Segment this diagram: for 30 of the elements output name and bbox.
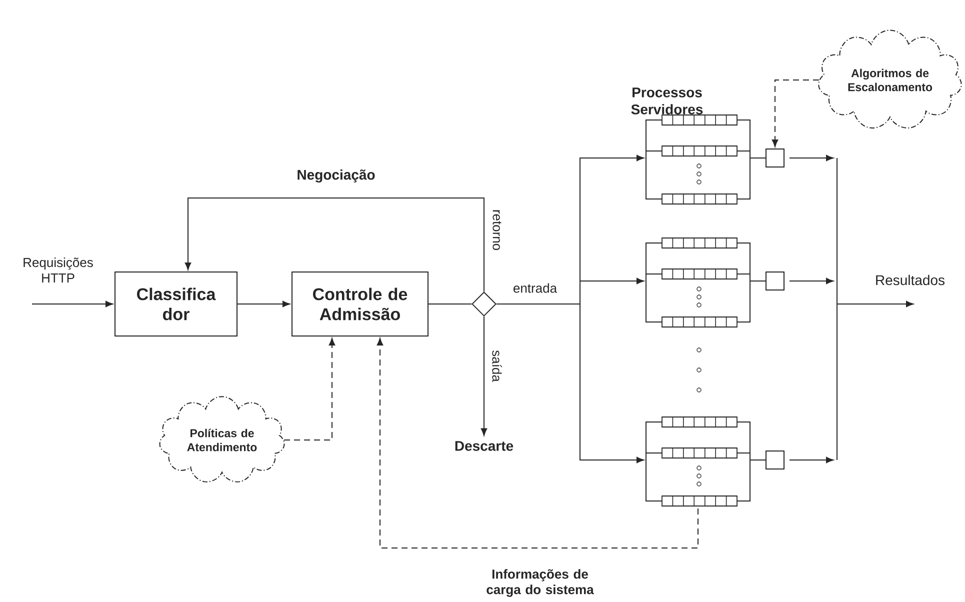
- arrow: [184, 198, 484, 292]
- arrow: [480, 316, 488, 436]
- arrow: [772, 80, 820, 147]
- edge-label: saída: [492, 350, 502, 382]
- edge-label: retorno: [492, 210, 502, 250]
- edge-label: Requisições HTTP: [24, 258, 93, 282]
- arrow: [789, 456, 834, 464]
- output-label: Resultados: [876, 274, 945, 286]
- square-box: [766, 450, 785, 470]
- arrow: [237, 300, 290, 308]
- arrow: [376, 338, 699, 548]
- arrow: [789, 278, 834, 284]
- heading-label: Negociação: [298, 169, 375, 183]
- queue-group-drawing: [646, 416, 750, 506]
- node-label: Descarte: [455, 441, 514, 451]
- arrow: [789, 154, 834, 162]
- arrow: [32, 300, 113, 308]
- decision-diamond: [472, 292, 496, 316]
- arrow: [496, 304, 644, 464]
- connector-line: [750, 280, 766, 282]
- square-box: [766, 148, 785, 168]
- queue-group-drawing: [646, 238, 750, 328]
- arrow: [284, 338, 336, 440]
- process-box: Classifica dor: [114, 272, 238, 336]
- heading-label: Processos Servidores: [631, 88, 703, 114]
- square-box: [766, 272, 785, 290]
- edge-label: entrada: [514, 283, 558, 293]
- edge-label: Informações de carga do sistema: [486, 569, 594, 597]
- queue-group-drawing: [646, 114, 750, 204]
- process-box: Controle de Admissão: [292, 272, 428, 336]
